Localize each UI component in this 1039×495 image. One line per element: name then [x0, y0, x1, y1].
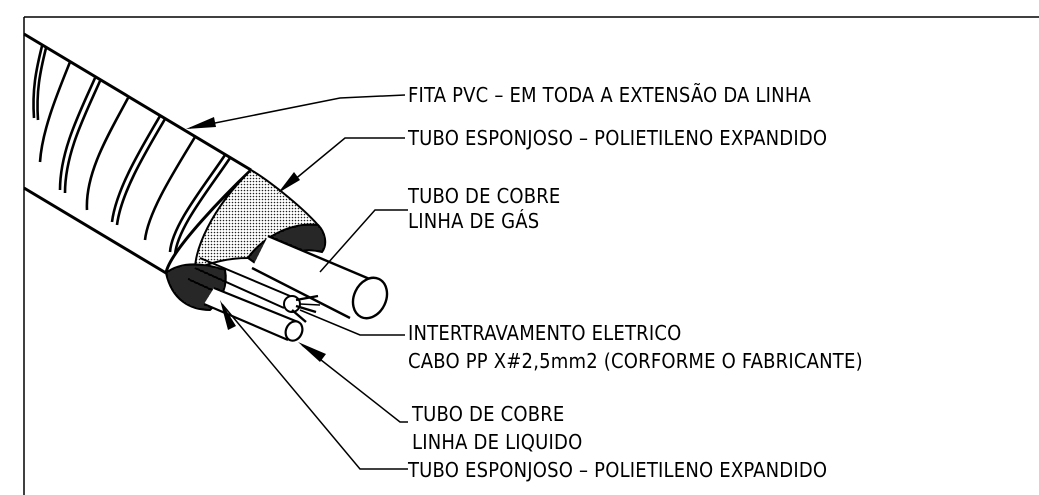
arrowheads	[186, 117, 326, 362]
liquid-line-tube	[203, 286, 304, 342]
label-tubo-esponjoso-bottom: TUBO ESPONJOSO – POLIETILENO EXPANDIDO	[408, 458, 828, 482]
label-intertravamento-2: CABO PP X#2,5mm2 (CORFORME O FABRICANTE)	[408, 349, 863, 373]
leader-interlock	[299, 309, 405, 336]
arrow-fita-pvc	[186, 117, 216, 129]
drawing-frame	[23, 16, 1039, 495]
arrow-foam-bottom	[220, 300, 236, 330]
leader-gas-tube	[319, 209, 408, 273]
pvc-tape-bands	[32, 45, 232, 256]
arrow-liquid-tube	[298, 342, 326, 362]
arrow-foam-top	[278, 172, 300, 193]
leader-fita-pvc	[189, 94, 406, 129]
leader-lines	[189, 94, 408, 470]
leader-liquid-tube	[301, 344, 408, 423]
leader-foam-bottom	[221, 303, 408, 470]
label-tubo-cobre-liquido-1: TUBO DE COBRE	[412, 402, 565, 426]
label-tubo-cobre-gas-2: LINHA DE GÁS	[408, 209, 540, 233]
label-tubo-esponjoso-top: TUBO ESPONJOSO – POLIETILENO EXPANDIDO	[408, 126, 828, 150]
gas-line-tube	[251, 234, 389, 320]
label-tubo-cobre-gas-1: TUBO DE COBRE	[408, 184, 561, 208]
label-tubo-cobre-liquido-2: LINHA DE LIQUIDO	[412, 430, 583, 454]
label-intertravamento-1: INTERTRAVAMENTO ELETRICO	[408, 321, 682, 345]
label-fita-pvc: FITA PVC – EM TODA A EXTENSÃO DA LINHA	[408, 83, 812, 107]
leader-foam-top	[281, 137, 405, 191]
